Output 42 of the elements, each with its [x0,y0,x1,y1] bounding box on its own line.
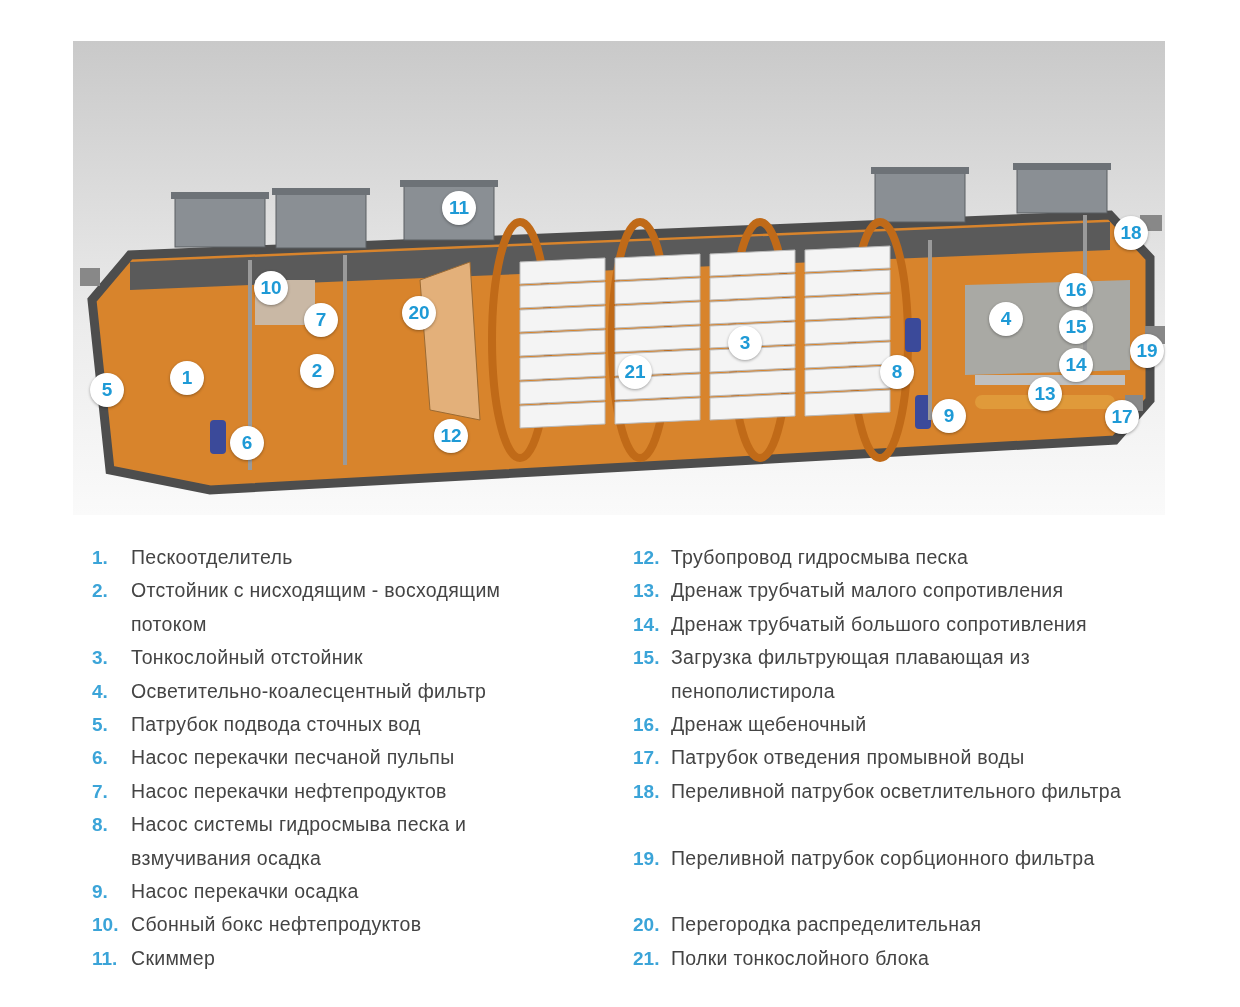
list-item-text: Отстойник с нисходящим - восходящим потоком [131,578,502,637]
list-number: 12. [633,546,660,570]
list-item-text: Дренаж щебеночный [671,712,868,737]
list-number: 2. [92,579,108,604]
list-number: 3. [92,646,108,671]
list-number: 9. [92,880,108,904]
list-item-text: Трубопровод гидросмыва песка [671,545,970,570]
list-number: 13. [633,579,660,604]
list-number: 20. [633,913,660,938]
list-item-text: Дренаж трубчатый большого сопротивления [671,611,1088,637]
list-item-text: Патрубок отведения промывной воды [671,745,1026,771]
list-number: 18. [633,779,660,804]
list-item-text: Переливной патрубок осветлительного фильтра [671,778,1123,804]
list-number: 21. [633,946,660,971]
list-number: 7. [92,779,108,804]
list-item-text: Насос системы гидросмыва песка и взмучивания осадка [131,812,468,871]
list-item-text: Сбонный бокс нефтепродуктов [131,912,423,938]
list-number: 16. [633,713,660,737]
list-item-text: Насос перекачки осадка [131,879,360,904]
list-number: 1. [92,546,108,570]
list-item-text: Скиммер [131,945,217,971]
list-item-text: Осветительно-коалесцентный фильтр [131,678,488,704]
list-number: 19. [633,846,660,871]
list-item-text: Пескоотделитель [131,545,294,570]
list-item-text: Насос перекачки песчаной пульпы [131,745,456,771]
list-item-text: Переливной патрубок сорбционного фильтра [671,845,1096,871]
list-number: 17. [633,746,660,771]
list-number: 6. [92,746,108,771]
list-item-text: Насос перекачки нефтепродуктов [131,778,448,804]
list-number: 5. [92,713,108,737]
list-item-text: Перегородка распределительная [671,912,983,938]
list-item-text: Дренаж трубчатый малого сопротивления [671,578,1065,604]
list-item-text: Патрубок подвода сточных вод [131,712,422,737]
list-number: 4. [92,679,108,704]
list-item-text: Тонкослойный отстойник [131,645,364,671]
list-number: 14. [633,612,660,637]
list-number: 15. [633,646,660,671]
list-item-text: Полки тонкослойного блока [671,945,931,971]
list-item-text: Загрузка фильтрующая плавающая из пенополистирола [671,645,1031,704]
list-number: 10. [92,913,119,938]
list-number: 11. [92,946,118,971]
list-number: 8. [92,813,108,838]
